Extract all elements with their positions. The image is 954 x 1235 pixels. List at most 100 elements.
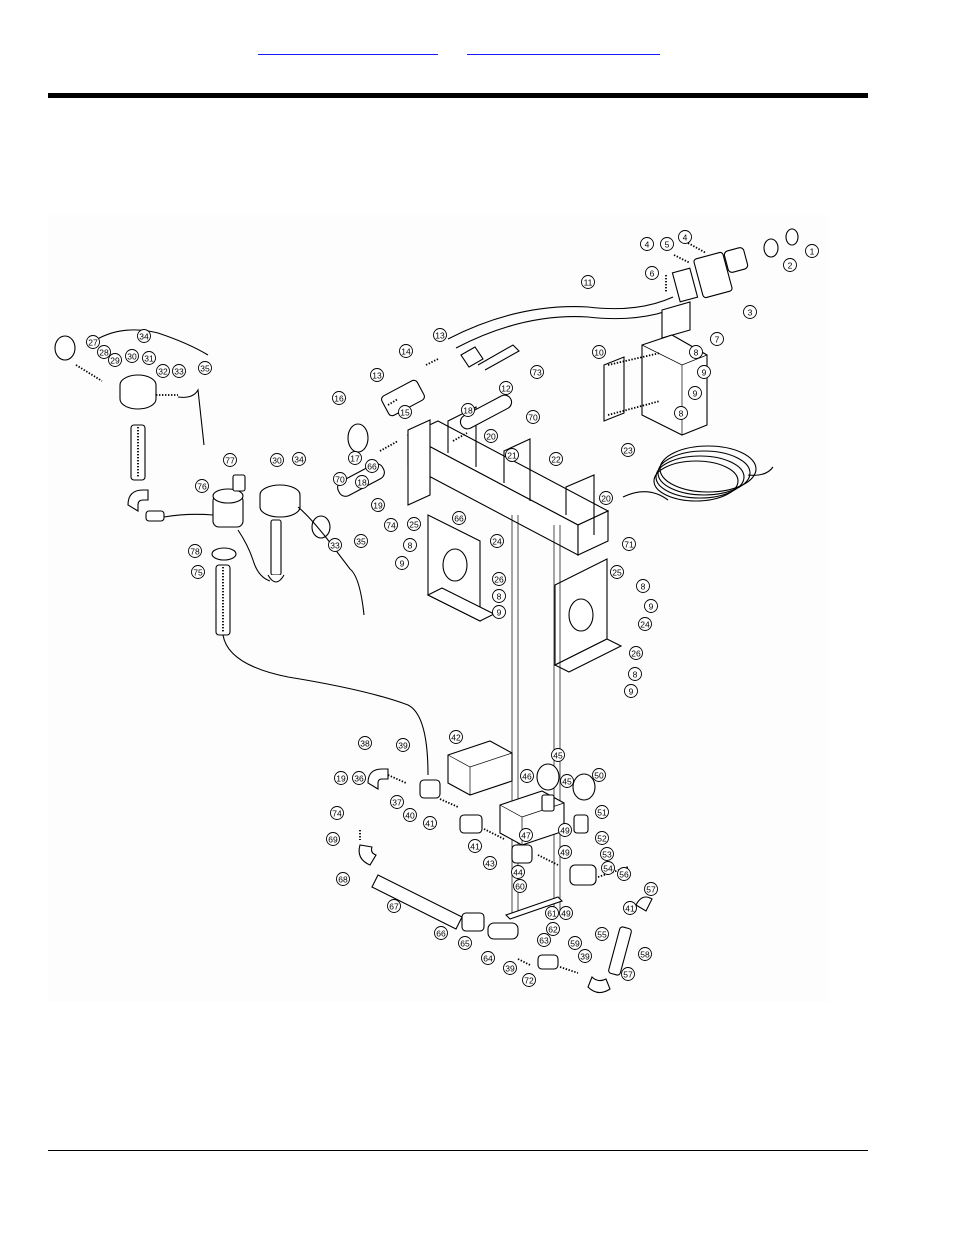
callout-number: 66 xyxy=(367,462,377,472)
callout-30: 30 xyxy=(125,349,139,363)
callout-30: 30 xyxy=(270,453,284,467)
callout-number: 38 xyxy=(360,739,370,749)
callout-number: 57 xyxy=(623,970,633,980)
callout-circle xyxy=(490,534,504,548)
callout-circle xyxy=(688,386,702,400)
callout-circle xyxy=(458,936,472,950)
callout-circle xyxy=(86,335,100,349)
callout-56: 56 xyxy=(617,867,631,881)
mount-plate-left-25 xyxy=(426,514,496,622)
callout-number: 35 xyxy=(356,537,366,547)
hose-11 xyxy=(447,296,679,371)
callout-72: 72 xyxy=(522,973,536,987)
callout-15: 15 xyxy=(398,405,412,419)
callout-circle xyxy=(628,667,642,681)
callout-number: 52 xyxy=(597,834,607,844)
callout-circle xyxy=(336,872,350,886)
callout-circle xyxy=(188,544,202,558)
callout-circle xyxy=(645,266,659,280)
callout-number: 49 xyxy=(561,909,571,919)
callout-43: 43 xyxy=(483,856,497,870)
callout-number: 36 xyxy=(354,774,364,784)
callout-circle xyxy=(622,537,636,551)
callout-37: 37 xyxy=(390,795,404,809)
callout-9: 9 xyxy=(624,684,638,698)
callout-circle xyxy=(399,344,413,358)
callout-circle xyxy=(468,839,482,853)
callout-36: 36 xyxy=(352,771,366,785)
callout-number: 31 xyxy=(144,354,154,364)
callout-circle xyxy=(636,579,650,593)
callout-60: 60 xyxy=(513,879,527,893)
callout-26: 26 xyxy=(629,646,643,660)
callout-28: 28 xyxy=(97,345,111,359)
callout-circle xyxy=(513,879,527,893)
callout-33: 33 xyxy=(172,364,186,378)
callout-number: 19 xyxy=(336,774,346,784)
callout-circle xyxy=(644,599,658,613)
callout-51: 51 xyxy=(595,805,609,819)
callout-41: 41 xyxy=(423,816,437,830)
callout-20: 20 xyxy=(484,429,498,443)
callout-circle xyxy=(328,538,342,552)
nozzle-body-upper xyxy=(337,358,513,497)
callout-circle xyxy=(558,845,572,859)
callout-39: 39 xyxy=(578,949,592,963)
callout-74: 74 xyxy=(330,806,344,820)
callout-58: 58 xyxy=(638,947,652,961)
boom-frame-21 xyxy=(406,406,610,556)
callout-number: 9 xyxy=(629,687,634,697)
callout-number: 2 xyxy=(788,261,793,271)
callout-number: 49 xyxy=(560,848,570,858)
callout-circle xyxy=(674,406,688,420)
callout-number: 70 xyxy=(528,413,538,423)
callout-number: 45 xyxy=(553,751,563,761)
callout-9: 9 xyxy=(395,556,409,570)
callout-57: 57 xyxy=(621,967,635,981)
callout-66: 66 xyxy=(434,926,448,940)
callout-2: 2 xyxy=(783,258,797,272)
callout-circle xyxy=(108,353,122,367)
callout-circle xyxy=(156,364,170,378)
callout-8: 8 xyxy=(492,589,506,603)
callout-circle xyxy=(678,230,692,244)
callout-77: 77 xyxy=(223,453,237,467)
callout-number: 74 xyxy=(332,809,342,819)
callout-number: 42 xyxy=(451,733,461,743)
callout-circle xyxy=(545,906,559,920)
callout-circle xyxy=(623,901,637,915)
callout-circle xyxy=(629,646,643,660)
callout-number: 10 xyxy=(594,348,604,358)
callout-number: 39 xyxy=(398,741,408,751)
callout-circle xyxy=(624,684,638,698)
callout-17: 17 xyxy=(348,451,362,465)
callout-67: 67 xyxy=(387,899,401,913)
callout-number: 14 xyxy=(401,347,411,357)
callout-circle xyxy=(519,828,533,842)
callout-8: 8 xyxy=(689,345,703,359)
callout-number: 46 xyxy=(522,772,532,782)
callout-31: 31 xyxy=(142,351,156,365)
callout-circle xyxy=(270,453,284,467)
callout-circle xyxy=(292,452,306,466)
callout-38: 38 xyxy=(358,736,372,750)
top-link-2[interactable] xyxy=(467,40,660,55)
top-link-1[interactable] xyxy=(258,40,438,55)
callout-number: 8 xyxy=(497,592,502,602)
callout-circle xyxy=(610,565,624,579)
callout-circle xyxy=(332,391,346,405)
callout-number: 55 xyxy=(597,930,607,940)
callout-number: 24 xyxy=(492,537,502,547)
callout-circle xyxy=(689,345,703,359)
callout-circle xyxy=(783,258,797,272)
callout-70: 70 xyxy=(526,410,540,424)
callout-circle xyxy=(481,951,495,965)
callout-39: 39 xyxy=(396,738,410,752)
callout-circle xyxy=(578,949,592,963)
callout-57: 57 xyxy=(644,882,658,896)
callout-18: 18 xyxy=(461,403,475,417)
callout-73: 73 xyxy=(530,365,544,379)
callout-circle xyxy=(423,816,437,830)
callout-circle xyxy=(505,448,519,462)
